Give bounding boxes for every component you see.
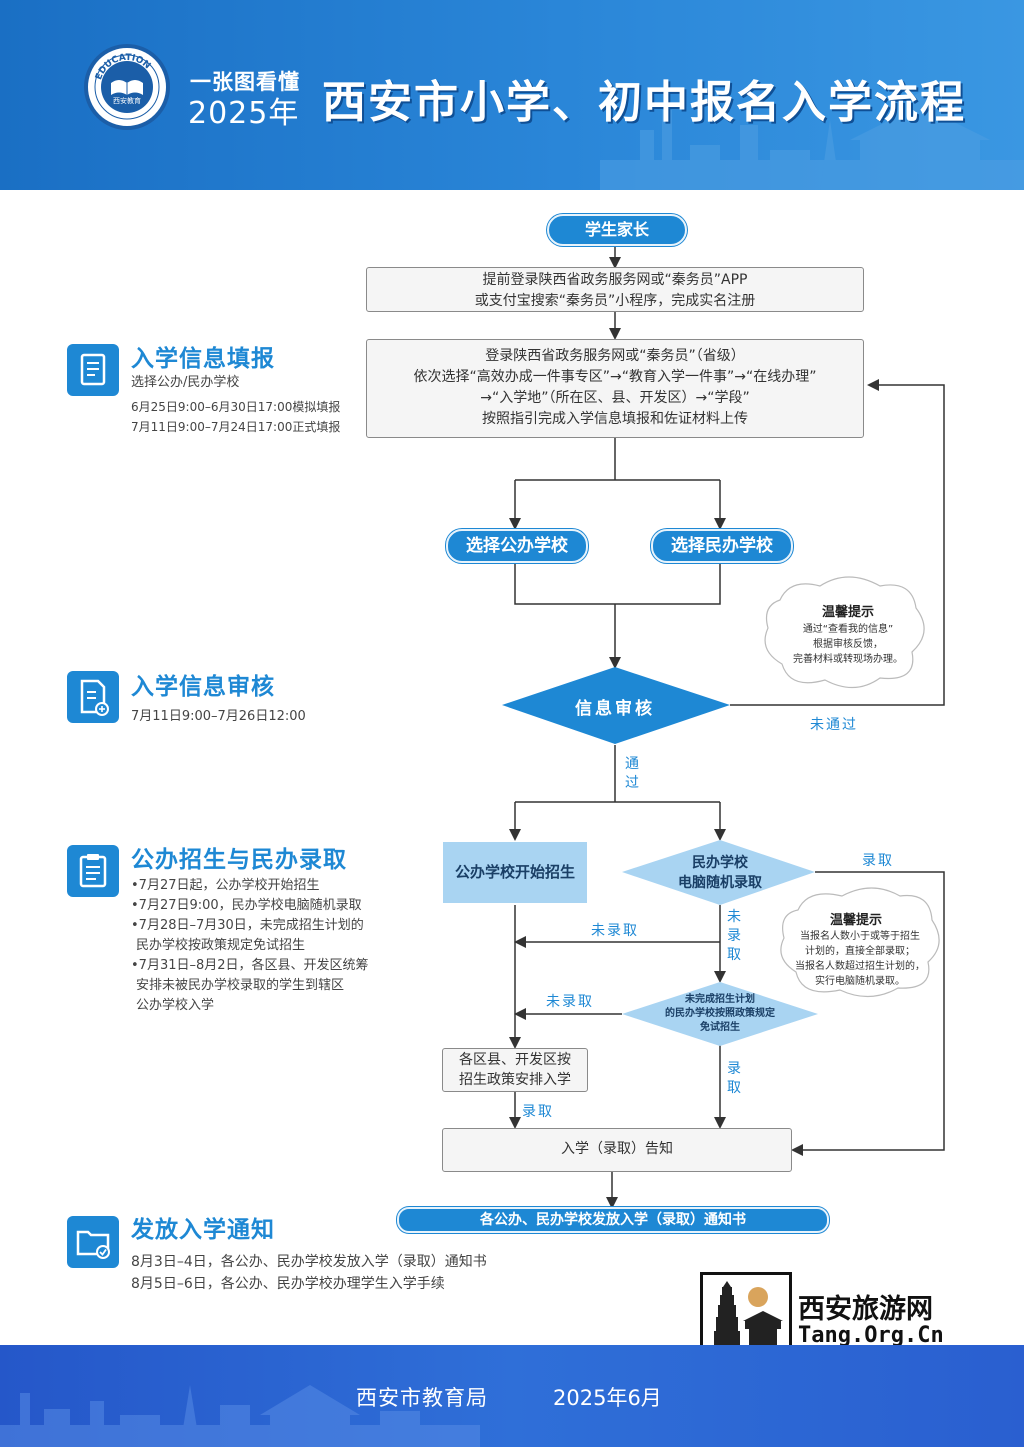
section-notice-line1: 8月3日–4日，各公办、民办学校发放入学（录取）通知书 [131,1254,487,1270]
exempt-admitted-label: 录取 [727,1061,741,1096]
lottery-line2: 电脑随机录取 [678,875,762,891]
section-enroll-line3: •7月28日–7月30日，未完成招生计划的 [131,918,364,933]
tip-2-body: 当报名人数小于或等于招生 计划的，直接全部录取； 当报名人数超过招生计划的， 实… [784,929,936,989]
district-admitted-label: 录取 [522,1104,554,1120]
section-enroll-text: •7月27日起，公办学校开始招生 •7月27日9:00，民办学校电脑随机录取 •… [131,876,369,1016]
public-start-node: 公办学校开始招生 [443,842,587,903]
lottery-diamond-shape [622,840,815,905]
section-notice-text: 8月3日–4日，各公办、民办学校发放入学（录取）通知书 8月5日–6日，各公办、… [131,1251,487,1295]
tip-cloud-1-shape [764,576,925,689]
tip-1-title: 温馨提示 [821,605,874,620]
education-logo: EDUCATION 西安教育 [84,44,170,130]
lottery-admitted-label: 录取 [862,853,894,869]
tip-1-line1: 通过“查看我的信息” [802,624,894,635]
tip-2-line3: 当报名人数超过招生计划的， [795,961,925,972]
footer-organization: 西安市教育局 [356,1386,488,1410]
city-skyline-decoration [600,92,1024,190]
register-line2: 或支付宝搜索“秦务员”小程序，完成实名注册 [474,293,756,309]
review-diamond-shape [502,667,730,744]
private-lottery-node: 民办学校 电脑随机录取 [642,853,798,893]
section-enroll-title: 公办招生与民办录取 [131,847,347,873]
tip-2-line1: 当报名人数小于或等于招生 [800,931,920,942]
section-enroll-line4: 民办学校按政策规定免试招生 [136,938,306,953]
section-fill-title: 入学信息填报 [131,346,275,372]
info-fill-box: 登录陕西省政务服务网或“秦务员”（省级） 依次选择“高效办成一件事专区”→“教育… [366,339,864,438]
section-fill-line2: 6月25日9:00–6月30日17:00模拟填报 [131,400,341,414]
start-node-parents: 学生家长 [547,214,687,246]
tip-1-body: 通过“查看我的信息” 根据审核反馈， 完善材料或转现场办理。 [774,622,922,667]
section-enroll-line1: •7月27日起，公办学校开始招生 [131,878,320,893]
folder-check-icon [67,1216,119,1268]
fill-line1: 登录陕西省政务服务网或“秦务员”（省级） [485,348,745,364]
section-fill-line3: 7月11日9:00–7月24日17:00正式填报 [131,420,341,434]
tip-1-line2: 根据审核反馈， [813,639,883,650]
exempt-diamond-shape [622,982,818,1046]
section-enroll-line2: •7月27日9:00，民办学校电脑随机录取 [131,898,362,913]
district-line1: 各区县、开发区按 [459,1052,571,1068]
logo-book-emblem [101,61,153,113]
fill-line3: →“入学地”（所在区、县、开发区）→“学段” [480,390,750,406]
fill-line2: 依次选择“高效办成一件事专区”→“教育入学一件事”→“在线办理” [413,369,817,385]
tip-1-line3: 完善材料或转现场办理。 [793,654,903,665]
section-notice-title: 发放入学通知 [131,1217,275,1243]
footer-date: 2025年6月 [553,1386,662,1410]
section-enroll-line6: 安排未被民办学校录取的学生到辖区 [136,978,345,993]
logo-label: 西安教育 [113,97,141,105]
review-node: 信息审核 [575,699,655,719]
section-enroll-line7: 公办学校入学 [136,998,215,1013]
lottery-not-admitted-label: 未录取 [727,909,741,963]
section-review-title: 入学信息审核 [131,674,275,700]
exempt-enroll-node: 未完成招生计划 的民办学校按照政策规定 免试招生 [640,993,800,1035]
not-passed-label: 未通过 [810,717,858,733]
section-enroll-line5: •7月31日–8月2日，各区县、开发区统筹 [131,958,369,973]
section-review-line1: 7月11日9:00–7月26日12:00 [131,709,306,724]
admission-notice-box: 入学（录取）告知 [442,1128,792,1172]
watermark-site-url: Tang.Org.Cn [798,1323,944,1348]
not-admitted-label-2: 未录取 [546,994,594,1010]
lottery-line1: 民办学校 [692,855,748,871]
district-line2: 招生政策安排入学 [459,1072,571,1088]
section-fill-line1: 选择公办/民办学校 [131,375,240,390]
not-admitted-label-1: 未录取 [591,923,639,939]
clipboard-list-icon [67,845,119,897]
watermark-site-name: 西安旅游网 [798,1294,933,1325]
section-fill-text: 选择公办/民办学校 6月25日9:00–6月30日17:00模拟填报 7月11日… [131,373,340,437]
issue-notice-node: 各公办、民办学校发放入学（录取）通知书 [397,1207,829,1233]
choose-public-node: 选择公办学校 [446,529,588,563]
exempt-line1: 未完成招生计划 [685,994,755,1005]
footer-banner [0,1345,1024,1447]
exempt-line2: 的民办学校按照政策规定 [665,1008,775,1019]
choose-private-node: 选择民办学校 [651,529,793,563]
footer-skyline-decoration [0,1385,480,1447]
passed-label: 通过 [625,756,639,791]
page-title: 西安市小学、初中报名入学流程 [322,77,966,128]
district-arrange-box: 各区县、开发区按 招生政策安排入学 [442,1048,588,1092]
header-banner [0,0,1024,190]
register-line1: 提前登录陕西省政务服务网或“秦务员”APP [482,272,748,288]
tip-2-line4: 实行电脑随机录取。 [815,976,905,987]
tip-cloud-2-shape [780,887,940,998]
document-review-icon [67,671,119,723]
header-subtitle-line2: 2025年 [188,96,300,131]
register-box: 提前登录陕西省政务服务网或“秦务员”APP 或支付宝搜索“秦务员”小程序，完成实… [366,267,864,312]
header-subtitle-line1: 一张图看懂 [190,70,300,94]
section-notice-line2: 8月5日–6日，各公办、民办学校办理学生入学手续 [131,1276,445,1292]
fill-line4: 按照指引完成入学信息填报和佐证材料上传 [482,411,748,427]
exempt-line3: 免试招生 [700,1022,740,1033]
open-book-icon [111,80,143,95]
tip-2-title: 温馨提示 [829,913,882,928]
document-list-icon [67,344,119,396]
tip-2-line2: 计划的，直接全部录取； [805,946,915,957]
